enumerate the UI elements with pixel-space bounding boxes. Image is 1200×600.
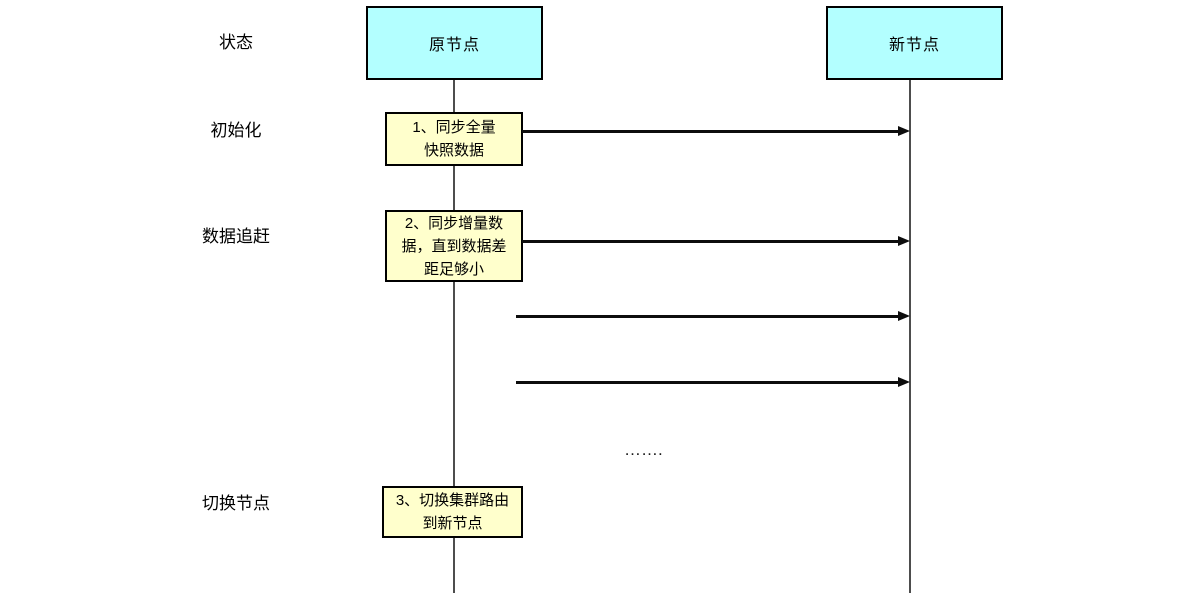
note-line: 到新节点	[422, 515, 483, 532]
note-line: 3、切换集群路由	[395, 492, 510, 509]
lifeline-target	[909, 79, 911, 593]
arrow-head-icon	[898, 311, 910, 321]
arrow-shaft	[516, 315, 899, 318]
note-box-step-2[interactable]: 2、同步增量数 据，直到数据差 距足够小	[385, 210, 523, 282]
note-box-step-1[interactable]: 1、同步全量 快照数据	[385, 112, 523, 166]
continuation-ellipsis: …….	[624, 440, 663, 459]
state-column-header: 状态	[219, 33, 253, 52]
arrow-shaft	[522, 240, 899, 243]
arrow-head-icon	[898, 377, 910, 387]
message-arrow-4[interactable]	[516, 377, 910, 387]
note-line: 据，直到数据差	[401, 237, 507, 255]
state-label-data-catchup: 数据追赶	[202, 227, 270, 246]
note-line: 距足够小	[423, 260, 484, 278]
arrow-shaft	[522, 130, 899, 133]
note-line: 1、同步全量	[412, 119, 496, 136]
actor-box-source[interactable]: 原节点	[366, 6, 543, 80]
arrow-shaft	[516, 381, 899, 384]
arrow-head-icon	[898, 126, 910, 136]
actor-label-source: 原节点	[428, 37, 480, 54]
message-arrow-1[interactable]	[522, 126, 910, 136]
lifeline-source	[453, 79, 455, 593]
note-box-step-3[interactable]: 3、切换集群路由 到新节点	[382, 486, 523, 538]
message-arrow-3[interactable]	[516, 311, 910, 321]
state-label-initialization: 初始化	[210, 121, 262, 140]
actor-label-target: 新节点	[888, 37, 940, 54]
actor-box-target[interactable]: 新节点	[826, 6, 1003, 80]
note-line: 2、同步增量数	[404, 214, 504, 232]
state-label-switch-node: 切换节点	[202, 494, 270, 513]
arrow-head-icon	[898, 236, 910, 246]
message-arrow-2[interactable]	[522, 236, 910, 246]
note-line: 快照数据	[423, 142, 484, 159]
